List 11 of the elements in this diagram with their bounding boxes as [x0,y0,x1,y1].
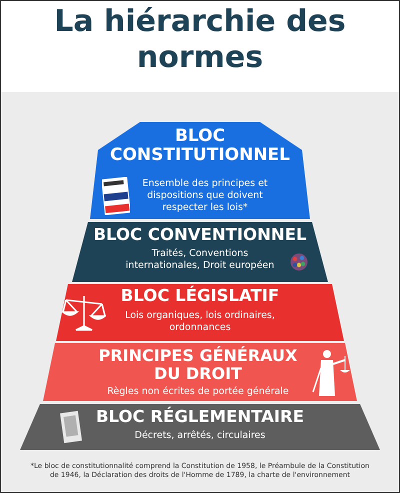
tier-description: Règles non écrites de portée générale [106,386,290,398]
tier-heading: BLOC CONVENTIONNEL [92,226,308,244]
tier-description: Ensemble des principes et dispositions que doivent respecter les lois* [141,178,269,214]
tier-description: Lois organiques, lois ordinaires, ordonnances [124,310,276,334]
tier-heading: BLOC CONSTITUTIONNEL [110,127,290,164]
tier-description: Décrets, arrêtés, circulaires [134,430,266,442]
tier-description: Traités, Conventions internationales, Droit européen [124,248,276,272]
tier-heading: BLOC RÉGLEMENTAIRE [94,408,306,426]
tier-heading: BLOC LÉGISLATIF [120,287,280,306]
tier-heading: PRINCIPES GÉNÉRAUX DU DROIT [98,347,298,382]
title: La hiérarchie des normes [53,4,347,76]
